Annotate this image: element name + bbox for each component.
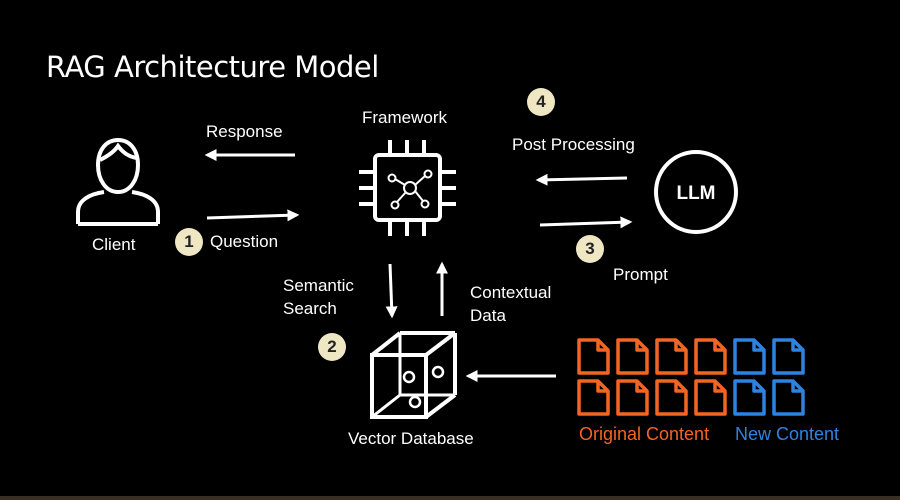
original-content-documents [577, 338, 727, 416]
document-icon [772, 338, 805, 375]
semantic-search-label-line1: Semantic [283, 276, 354, 295]
semantic-search-label-line2: Search [283, 299, 337, 318]
prompt-label: Prompt [613, 265, 668, 284]
response-label: Response [206, 122, 283, 141]
document-icon [694, 338, 727, 375]
document-icon [577, 379, 610, 416]
arrow-semantic-search [385, 263, 398, 319]
post-processing-label: Post Processing [512, 135, 635, 154]
legend-original-content: Original Content [579, 424, 710, 444]
document-icon [616, 379, 649, 416]
legend-new-content: New Content [735, 424, 840, 444]
document-icon [655, 379, 688, 416]
network-glyph [387, 169, 433, 210]
step-badge-3: 3 [576, 235, 604, 263]
llm-circle [654, 150, 738, 234]
contextual-data-label-line2: Data [470, 306, 506, 325]
client-label: Client [92, 235, 136, 254]
new-content-documents [733, 338, 805, 416]
document-icon [577, 338, 610, 375]
cube-icon [370, 331, 457, 419]
arrow-post-processing [535, 173, 628, 186]
bottom-border [0, 496, 900, 500]
document-icon [733, 379, 766, 416]
document-icon [733, 338, 766, 375]
step-badge-2: 2 [318, 333, 346, 361]
document-icon [655, 338, 688, 375]
framework-label: Framework [362, 108, 448, 127]
document-icon [694, 379, 727, 416]
chip-network-icon [359, 140, 456, 236]
diagram-title: RAG Architecture Model [46, 50, 379, 84]
contextual-data-label-line1: Contextual [470, 283, 552, 302]
arrow-prompt [539, 216, 633, 229]
document-icon [772, 379, 805, 416]
arrow-question [206, 209, 300, 222]
person-icon [76, 137, 160, 226]
step-badge-1: 1 [175, 228, 203, 256]
document-icon [616, 338, 649, 375]
question-label: Question [210, 232, 279, 251]
step-badge-4: 4 [527, 88, 555, 116]
vector-database-label: Vector Database [348, 429, 474, 448]
llm-label: LLM [676, 183, 715, 204]
